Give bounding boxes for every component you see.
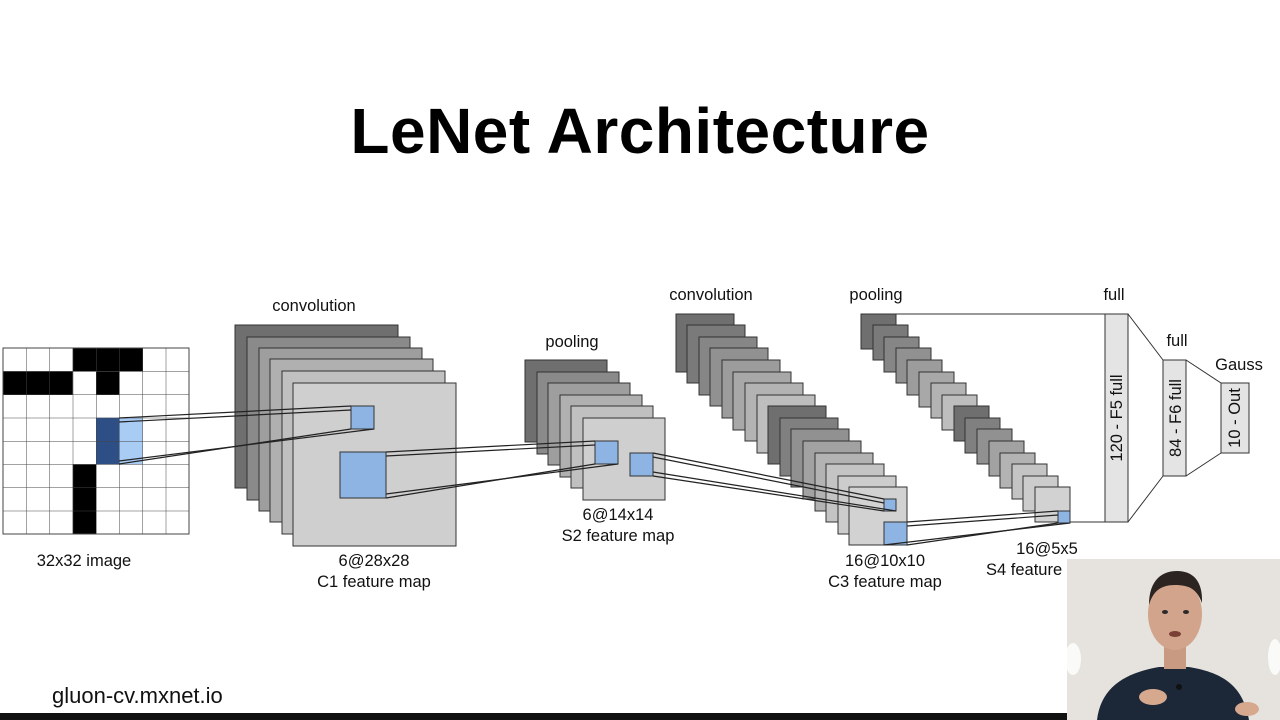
out-layer [1220,382,1250,454]
presenter-video [1067,559,1280,720]
s2-name: S2 feature map [562,527,675,545]
s4-stage-label: pooling [849,286,902,304]
fully-connected-layers [896,313,1250,523]
c1-stage-label: convolution [272,297,355,315]
funnel-f5-f6-top [1127,313,1164,361]
s4-dims: 16@5x5 [1016,540,1078,558]
c1-highlight-small [350,405,375,430]
input-grid-lines [2,347,190,535]
c3-highlight-b [883,521,908,546]
c1-highlight-large [339,451,387,499]
f6-layer [1162,359,1187,477]
s2-stage-label: pooling [545,333,598,351]
f6-label: 84 - F6 full [1167,379,1185,457]
bottom-bar [0,713,1280,720]
input-image-label: 32x32 image [37,552,131,570]
f5-stage-label: full [1103,286,1124,304]
connections-input-c1 [118,405,375,465]
s2-feature-maps: pooling 6@14x14 S2 feature map [524,333,675,545]
c3-name: C3 feature map [828,573,942,591]
input-image: 32x32 image [2,347,190,570]
funnel-f6-out-top [1185,359,1222,384]
footer-url: gluon-cv.mxnet.io [52,683,223,708]
s2-highlight-b [629,452,654,477]
funnel-f5-f6-bottom [1127,475,1164,523]
c3-feature-maps [675,313,908,546]
c1-feature-maps: convolution 6@28x28 C1 feature map [234,297,457,591]
f5-label: 120 - F5 full [1108,374,1126,461]
funnel-f6-out-bottom [1185,452,1222,477]
c1-name: C1 feature map [317,573,431,591]
presenter-figure [1067,559,1280,720]
f6-stage-label: full [1166,332,1187,350]
c3-highlight-a [883,498,897,512]
s2-dims: 6@14x14 [583,506,654,524]
s4-highlight [1057,510,1071,524]
connections-s2-c3 [652,452,897,512]
out-stage-label: Gauss [1215,356,1263,374]
connections-c1-s2 [385,440,619,499]
c3-stage-label: convolution [669,286,752,304]
c3-dims: 16@10x10 [845,552,925,570]
f5-layer [1104,313,1129,523]
out-label: 10 - Out [1226,388,1244,448]
c1-dims: 6@28x28 [339,552,410,570]
slide-title: LeNet Architecture [350,95,930,167]
connections-c3-s4 [883,510,1071,546]
s4-feature-maps [860,313,1071,524]
s2-highlight-a [594,440,619,465]
